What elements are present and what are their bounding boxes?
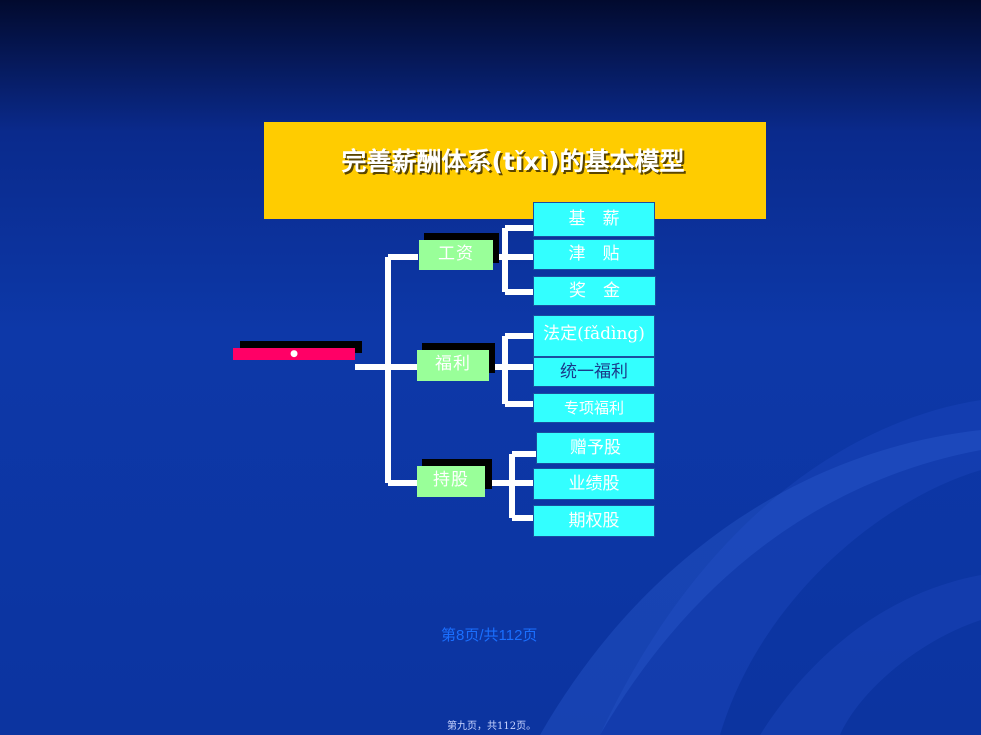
leaf-performance-shares: 业绩股 [533, 468, 655, 500]
leaf-special-welfare: 专项福利 [533, 393, 655, 423]
page-title: 完善薪酬体系(tǐxì)的基本模型 [341, 147, 685, 176]
leaf-unified-welfare: 统一福利 [533, 357, 655, 387]
root-node: ● [233, 348, 355, 360]
title-box [264, 122, 766, 219]
leaf-option-shares: 期权股 [533, 505, 655, 537]
page-number: 第8页/共112页 [441, 627, 538, 644]
leaf-allowance: 津 贴 [533, 239, 655, 270]
leaf-gift-shares: 赠予股 [536, 432, 655, 464]
branch-shares: 持股 [417, 466, 485, 497]
leaf-base-salary: 基 薪 [533, 202, 655, 237]
branch-welfare: 福利 [417, 350, 489, 381]
page-subnote: 第九页，共112页。 [447, 721, 537, 732]
leaf-statutory-welfare: 法定(fǎdìng)福利 [533, 315, 655, 357]
branch-wages: 工资 [419, 240, 493, 270]
leaf-bonus: 奖 金 [533, 276, 656, 306]
